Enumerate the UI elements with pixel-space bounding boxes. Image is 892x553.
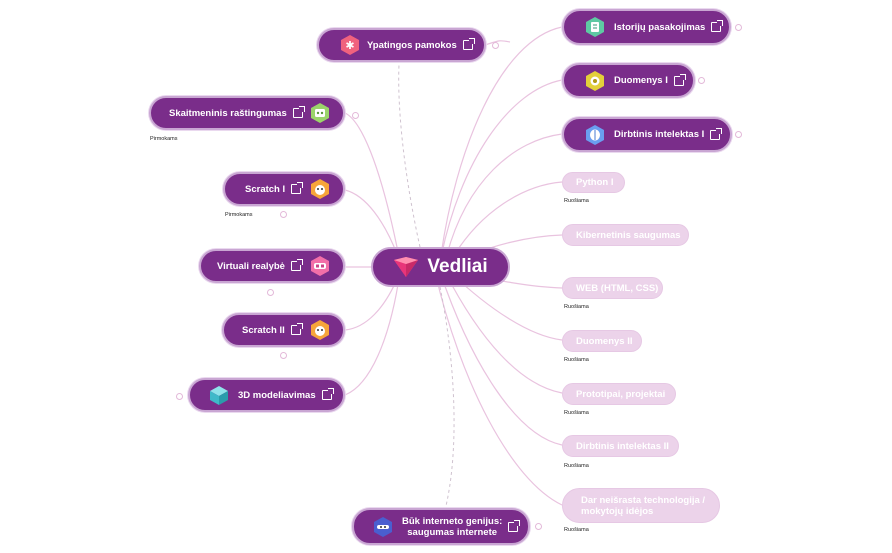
- star-badge-icon: ✱: [339, 34, 361, 56]
- connector-dot: [735, 24, 742, 31]
- node-label: 3D modeliavimas: [238, 389, 316, 401]
- node-label: Prototipai, projektai: [576, 388, 666, 400]
- node-label: Dirbtinis intelektas I: [614, 129, 705, 140]
- cat-badge-icon: [309, 178, 331, 200]
- external-link-icon[interactable]: [291, 182, 304, 194]
- node-3d-modeliavimas[interactable]: 3D modeliavimas: [188, 378, 345, 412]
- node-label: Kibernetinis saugumas: [576, 229, 681, 241]
- ninja-badge-icon: [372, 516, 394, 538]
- node-scratch-1[interactable]: Scratch I: [223, 172, 345, 206]
- vedliai-logo-icon: [394, 257, 419, 277]
- external-link-icon[interactable]: [290, 259, 303, 271]
- tag-ruosiama: Ruošiama: [564, 410, 589, 416]
- center-title: Vedliai: [427, 256, 488, 277]
- tag-ruosiama: Ruošiama: [564, 304, 589, 310]
- node-scratch-2[interactable]: Scratch II: [222, 313, 345, 347]
- cube-badge-icon: [208, 384, 230, 406]
- node-label: Dirbtinis intelektas II: [576, 440, 669, 452]
- node-label: Istorijų pasakojimas: [614, 21, 706, 33]
- connector-dot: [698, 77, 705, 84]
- external-link-icon[interactable]: [673, 73, 686, 86]
- external-link-icon[interactable]: [508, 519, 521, 532]
- book-badge-icon: [584, 16, 606, 38]
- node-ypatingos-pamokos[interactable]: ✱ Ypatingos pamokos: [317, 28, 486, 62]
- node-label-line2: mokytojų idėjos: [581, 505, 654, 517]
- node-label: Python I: [576, 177, 614, 188]
- node-python-1[interactable]: Python I: [562, 172, 625, 193]
- node-dirbtinis-intelektas-1[interactable]: Dirbtinis intelektas I: [562, 117, 732, 152]
- connector-dot: [280, 352, 287, 359]
- robot-badge-icon: [309, 102, 331, 124]
- tag-ruosiama: Ruošiama: [564, 357, 589, 363]
- data-badge-icon: [584, 70, 606, 92]
- node-label: Scratch I: [245, 183, 286, 195]
- node-istoriju-pasakojimas[interactable]: Istorijų pasakojimas: [562, 9, 731, 45]
- external-link-icon[interactable]: [711, 20, 724, 32]
- connector-dot: [492, 42, 499, 49]
- node-label-line2: saugumas internete: [407, 526, 498, 538]
- node-duomenys-2[interactable]: Duomenys II: [562, 330, 642, 352]
- node-skaitmeninis-rastingumas[interactable]: Skaitmeninis raštingumas: [149, 96, 345, 130]
- external-link-icon[interactable]: [292, 106, 305, 118]
- brain-badge-icon: [584, 124, 606, 146]
- node-kibernetinis-saugumas[interactable]: Kibernetinis saugumas: [562, 224, 689, 246]
- node-buk-interneto-genijus[interactable]: Būk interneto genijus: saugumas internet…: [352, 508, 530, 545]
- connector-dot: [535, 523, 542, 530]
- connector-dot: [280, 211, 287, 218]
- external-link-icon[interactable]: [710, 127, 723, 140]
- node-duomenys-1[interactable]: Duomenys I: [562, 63, 695, 98]
- cat-badge-icon: [309, 319, 331, 341]
- node-label-line1: Būk interneto genijus:: [402, 515, 503, 527]
- external-link-icon[interactable]: [462, 38, 475, 50]
- node-dirbtinis-intelektas-2[interactable]: Dirbtinis intelektas II: [562, 435, 679, 457]
- tag-ruosiama: Ruošiama: [564, 198, 589, 204]
- external-link-icon[interactable]: [290, 323, 303, 335]
- center-node[interactable]: Vedliai: [371, 247, 510, 287]
- tag-pirmokams: Pirmokams: [225, 212, 253, 218]
- node-virtuali-realybe[interactable]: Virtuali realybė: [199, 249, 345, 283]
- node-label: Scratch II: [242, 324, 285, 336]
- node-label: Skaitmeninis raštingumas: [169, 107, 287, 119]
- vr-headset-badge-icon: [309, 255, 331, 277]
- external-link-icon[interactable]: [321, 388, 334, 400]
- node-dar-neisrasta-technologija[interactable]: Dar neišrasta technologija / mokytojų id…: [562, 488, 720, 523]
- connector-dot: [267, 289, 274, 296]
- svg-text:✱: ✱: [345, 39, 354, 52]
- tag-pirmokams: Pirmokams: [150, 136, 178, 142]
- node-label: Virtuali realybė: [217, 260, 285, 272]
- node-prototipai-projektai[interactable]: Prototipai, projektai: [562, 383, 676, 405]
- node-label: Duomenys II: [576, 335, 633, 347]
- connector-dot: [176, 393, 183, 400]
- node-label: WEB (HTML, CSS): [576, 282, 659, 294]
- node-label: Ypatingos pamokos: [367, 39, 457, 51]
- tag-ruosiama: Ruošiama: [564, 527, 589, 533]
- node-web[interactable]: WEB (HTML, CSS): [562, 277, 663, 299]
- connector-dot: [735, 131, 742, 138]
- node-label-line1: Dar neišrasta technologija /: [581, 494, 706, 506]
- node-label: Duomenys I: [614, 75, 668, 86]
- connector-dot: [352, 112, 359, 119]
- tag-ruosiama: Ruošiama: [564, 463, 589, 469]
